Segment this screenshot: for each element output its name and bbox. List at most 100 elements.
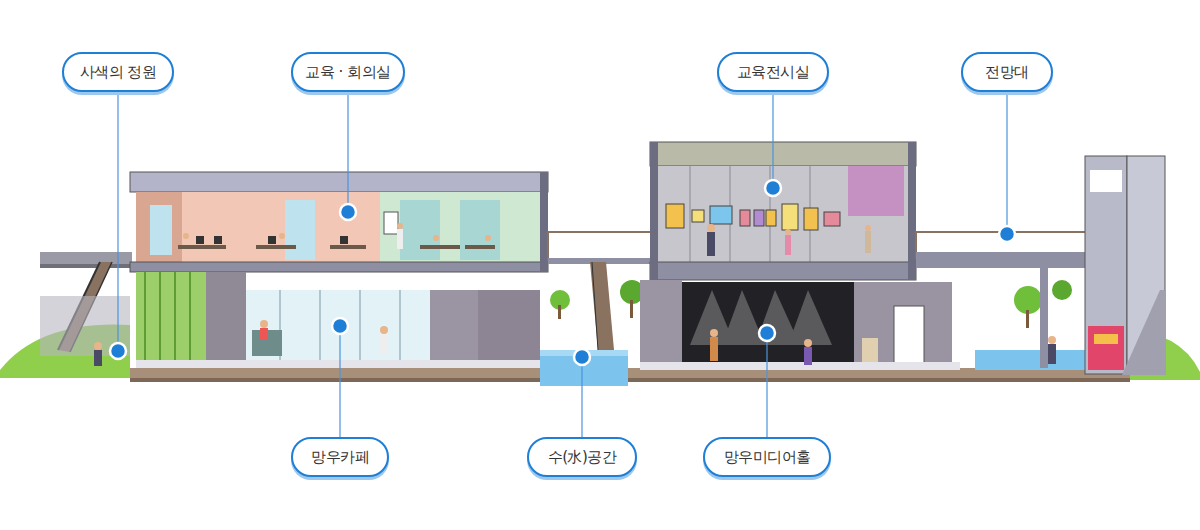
people-part [485, 235, 491, 241]
left-building-part-part [159, 272, 161, 368]
leader-lines-part [766, 333, 767, 437]
left-building-part-part [420, 245, 460, 249]
right-building-part [862, 338, 878, 364]
people-part [785, 229, 791, 235]
label-text: 교육 · 회의실 [305, 63, 390, 82]
leader-lines-part [347, 92, 348, 212]
people-part [279, 233, 285, 239]
people-part [380, 326, 388, 334]
label-text: 망우미디어홀 [724, 448, 811, 467]
tower-part [1094, 334, 1118, 344]
left-building-part-part [340, 236, 348, 244]
trees-part [558, 305, 561, 319]
callout-dots-part [574, 349, 590, 365]
left-building-part-part [189, 272, 191, 368]
left-building-part-part [174, 272, 176, 368]
tower-part [1090, 170, 1122, 192]
left-building-part [430, 290, 478, 368]
leader-lines [118, 92, 1007, 437]
left-building-part-part [465, 245, 495, 249]
people-part [710, 337, 718, 361]
middle-bridge-part [592, 262, 598, 350]
left-building-part-part [359, 290, 361, 360]
callout-dots-part [999, 226, 1015, 242]
left-building-part [384, 212, 398, 234]
left-building-part [206, 272, 246, 368]
left-building-part [196, 236, 348, 244]
callout-label: 수(水)공간 [527, 437, 637, 477]
people-part [94, 342, 102, 350]
callout-label: 교육전시실 [717, 52, 829, 92]
leader-lines-part [1006, 92, 1007, 234]
right-bridge-part [916, 252, 1086, 268]
callout-dots [110, 180, 1015, 365]
trees-part [1026, 310, 1029, 328]
label-text: 전망대 [985, 63, 1029, 82]
people-part [380, 334, 388, 354]
right-building-part [766, 210, 776, 226]
right-building-part [740, 210, 750, 226]
left-building-part-part [319, 290, 321, 360]
middle-bridge-part [590, 262, 614, 350]
ground-part [540, 350, 628, 386]
people-part [710, 329, 718, 337]
left-building-part [400, 200, 440, 260]
leader-lines-part [581, 357, 582, 437]
left-building-part [136, 360, 540, 368]
callout-dots-part [759, 325, 775, 341]
people-part [260, 320, 268, 328]
people [94, 223, 1056, 366]
people-part [707, 224, 715, 232]
right-building-part [854, 282, 952, 368]
tower [1085, 156, 1166, 375]
callout-label: 망우미디어홀 [703, 437, 831, 477]
left-building-part-part [399, 290, 401, 360]
tower-part [1085, 156, 1127, 374]
label-text: 사색의 정원 [80, 63, 157, 82]
right-building-part [690, 290, 832, 345]
right-building-part-part [788, 290, 832, 345]
left-building-part [540, 172, 548, 272]
left-building-part-part [144, 272, 146, 368]
left-building-part [478, 290, 540, 368]
left-building-part [150, 205, 172, 255]
trees-part [1014, 286, 1042, 314]
people-part [804, 347, 812, 365]
people-part [183, 233, 189, 239]
trees-part [1052, 280, 1072, 300]
callout-dots-part [110, 343, 126, 359]
right-building-part [656, 166, 908, 262]
label-text: 망우카페 [311, 448, 369, 467]
middle-bridge-part [548, 232, 652, 260]
leader-lines-part [339, 326, 340, 437]
right-building-part [782, 204, 798, 230]
left-building-part-part [196, 236, 204, 244]
callout-dots-part [765, 180, 781, 196]
people-part [865, 231, 871, 253]
left-building-part-part [214, 236, 222, 244]
callout-dots-part [340, 204, 356, 220]
people-part [94, 350, 102, 366]
left-building-part [460, 200, 500, 260]
right-building-part [894, 306, 924, 364]
right-building-part [710, 206, 732, 224]
people-part [804, 339, 812, 347]
right-building-part [848, 166, 904, 216]
left-building [130, 172, 548, 368]
left-building-part-part [330, 245, 366, 249]
ground-part [975, 350, 1085, 370]
left-building-part-part [178, 245, 226, 249]
right-building-part [666, 204, 684, 228]
left-building-part [130, 262, 548, 272]
tower-part [1122, 290, 1166, 375]
left-building-part-part [268, 236, 276, 244]
label-text: 수(水)공간 [548, 448, 617, 467]
leader-lines-part [772, 92, 773, 188]
left-building-part [178, 245, 495, 249]
leader-lines-part [117, 92, 118, 350]
callout-label: 교육 · 회의실 [291, 52, 405, 92]
right-building-part [650, 142, 916, 166]
tower-part [1088, 326, 1124, 370]
right-building-part [754, 210, 764, 226]
callout-label: 사색의 정원 [62, 52, 174, 92]
